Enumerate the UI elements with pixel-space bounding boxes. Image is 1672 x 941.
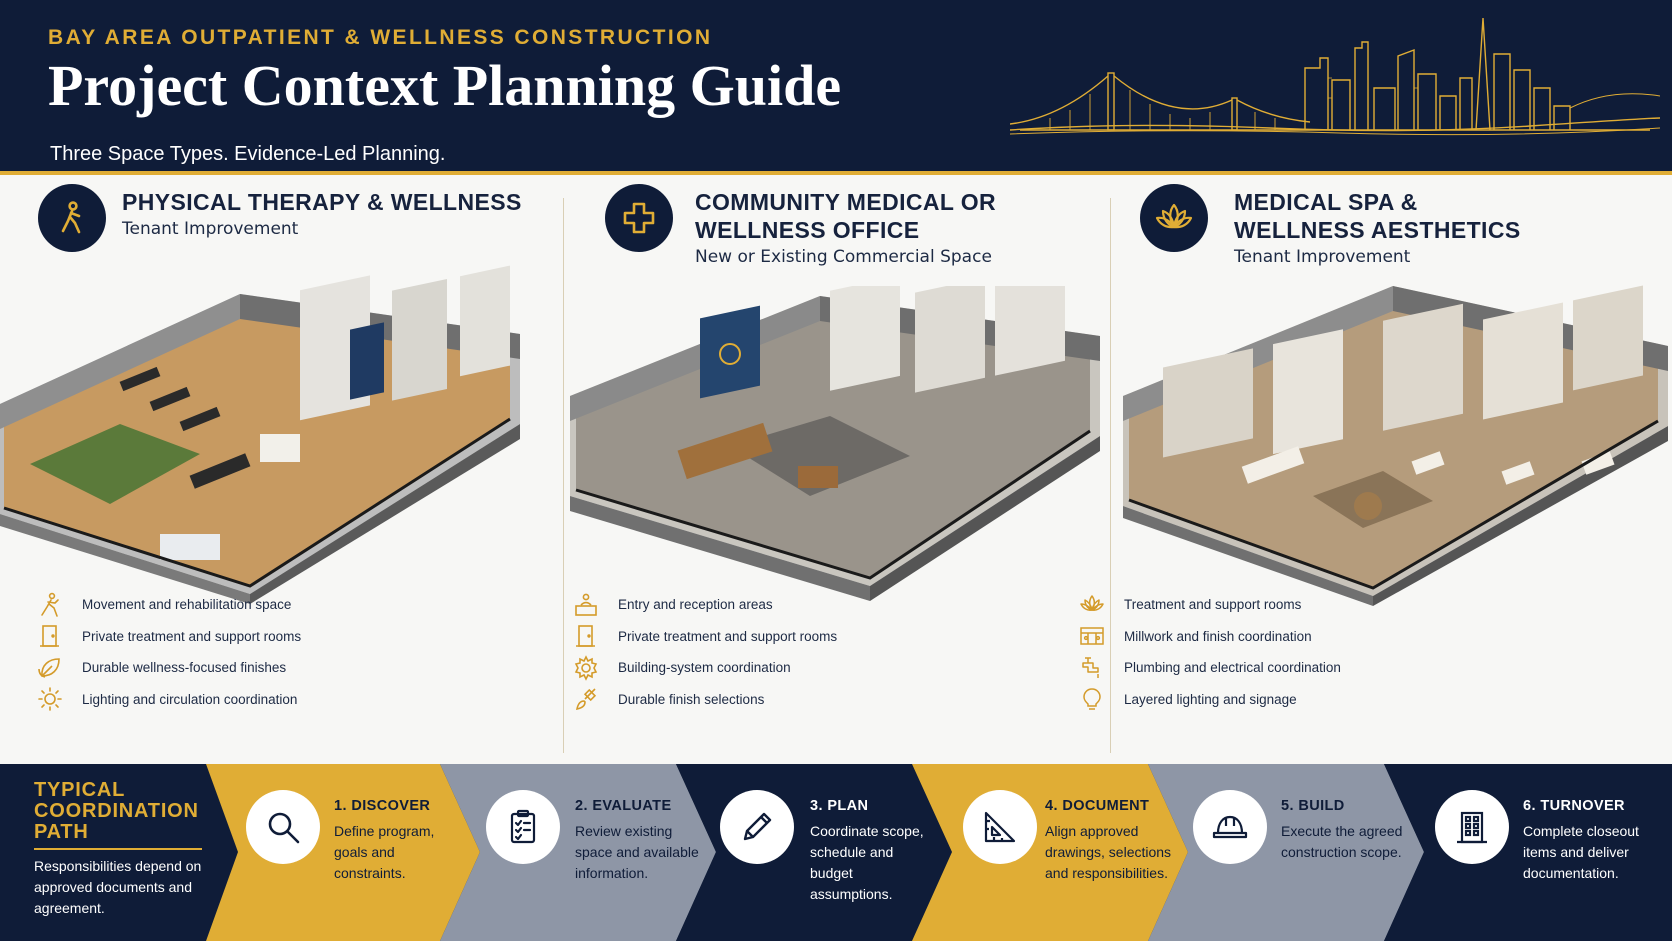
feature-label: Durable finish selections bbox=[618, 691, 765, 707]
physical-therapy-floor-plan-illustration bbox=[0, 265, 520, 604]
feature-item: Durable wellness-focused finishes bbox=[36, 652, 301, 684]
feature-item: Movement and rehabilitation space bbox=[36, 589, 301, 621]
space-subtitle: Tenant Improvement bbox=[1234, 247, 1411, 267]
space-card-medical-spa: MEDICAL SPA & WELLNESS AESTHETICS Tenant… bbox=[1111, 180, 1672, 762]
step-name: 1. DISCOVER bbox=[334, 798, 431, 814]
medical-spa-floor-plan-illustration bbox=[1123, 285, 1668, 606]
feature-label: Durable wellness-focused finishes bbox=[82, 660, 287, 676]
medical-cross-icon bbox=[605, 184, 673, 252]
path-title: TYPICAL COORDINATION PATH bbox=[34, 779, 199, 843]
feature-item: Private treatment and support rooms bbox=[572, 621, 837, 653]
space-title-line: WELLNESS OFFICE bbox=[695, 217, 920, 243]
magnifier-icon bbox=[246, 790, 320, 864]
sun-icon bbox=[36, 685, 64, 713]
cabinet-icon bbox=[1078, 622, 1106, 650]
space-card-community-medical: COMMUNITY MEDICAL OR WELLNESS OFFICE New… bbox=[564, 180, 1110, 762]
space-card-physical-therapy: PHYSICAL THERAPY & WELLNESS Tenant Impro… bbox=[0, 180, 563, 762]
space-title: COMMUNITY MEDICAL OR WELLNESS OFFICE bbox=[695, 188, 1115, 244]
step-description: Define program, goals and constraints. bbox=[334, 823, 435, 881]
paint-brush-icon bbox=[572, 685, 600, 713]
space-subtitle: Tenant Improvement bbox=[122, 219, 299, 239]
space-title: MEDICAL SPA & WELLNESS AESTHETICS bbox=[1234, 188, 1654, 244]
feature-label: Private treatment and support rooms bbox=[618, 628, 838, 644]
feature-label: Millwork and finish coordination bbox=[1124, 628, 1312, 644]
space-title-line: WELLNESS AESTHETICS bbox=[1234, 217, 1521, 243]
space-title: PHYSICAL THERAPY & WELLNESS bbox=[122, 188, 542, 216]
lotus-icon bbox=[1078, 591, 1106, 619]
feature-label: Movement and rehabilitation space bbox=[82, 597, 292, 613]
feature-label: Layered lighting and signage bbox=[1124, 691, 1297, 707]
step-name: 6. TURNOVER bbox=[1523, 798, 1625, 814]
bay-area-skyline-illustration bbox=[1010, 18, 1660, 136]
feature-label: Lighting and circulation coordination bbox=[82, 691, 298, 707]
step-description: Review existing space and available info… bbox=[575, 823, 699, 881]
feature-item: Private treatment and support rooms bbox=[36, 621, 301, 653]
leaf-icon bbox=[36, 654, 64, 682]
set-square-icon bbox=[963, 790, 1037, 864]
space-title-line: COMMUNITY MEDICAL OR bbox=[695, 189, 997, 215]
medical-spa-feature-list: Treatment and support rooms Millwork and… bbox=[1078, 589, 1341, 715]
space-subtitle: New or Existing Commercial Space bbox=[695, 247, 992, 267]
feature-item: Treatment and support rooms bbox=[1078, 589, 1341, 621]
feature-item: Layered lighting and signage bbox=[1078, 684, 1341, 716]
path-divider-rule bbox=[34, 848, 202, 850]
page-subtitle: Three Space Types. Evidence-Led Planning… bbox=[50, 143, 446, 165]
building-icon bbox=[1435, 790, 1509, 864]
feature-item: Millwork and finish coordination bbox=[1078, 621, 1341, 653]
eyebrow-text: BAY AREA OUTPATIENT & WELLNESS CONSTRUCT… bbox=[48, 26, 713, 49]
gear-icon bbox=[572, 654, 600, 682]
step-name: 2. EVALUATE bbox=[575, 798, 672, 814]
lotus-icon bbox=[1140, 184, 1208, 252]
feature-item: Durable finish selections bbox=[572, 684, 837, 716]
path-note: Responsibilities depend on approved docu… bbox=[34, 858, 202, 916]
feature-item: Plumbing and electrical coordination bbox=[1078, 652, 1341, 684]
step-description: Complete closeout items and deliver docu… bbox=[1523, 823, 1639, 881]
page-title: Project Context Planning Guide bbox=[48, 53, 842, 118]
step-name: 5. BUILD bbox=[1281, 798, 1345, 814]
space-title-line: MEDICAL SPA & bbox=[1234, 189, 1418, 215]
step-name: 3. PLAN bbox=[810, 798, 869, 814]
faucet-icon bbox=[1078, 654, 1106, 682]
feature-label: Entry and reception areas bbox=[618, 597, 773, 613]
running-person-icon bbox=[36, 591, 64, 619]
column-divider bbox=[563, 198, 564, 753]
community-medical-floor-plan-illustration bbox=[570, 286, 1100, 601]
pencil-icon bbox=[720, 790, 794, 864]
step-description: Coordinate scope, schedule and budget as… bbox=[810, 823, 924, 902]
column-divider bbox=[1110, 198, 1111, 753]
checklist-icon bbox=[486, 790, 560, 864]
space-title-line: PHYSICAL THERAPY & WELLNESS bbox=[122, 189, 522, 215]
feature-item: Lighting and circulation coordination bbox=[36, 684, 301, 716]
feature-label: Plumbing and electrical coordination bbox=[1124, 660, 1341, 676]
feature-label: Building-system coordination bbox=[618, 660, 791, 676]
step-name: 4. DOCUMENT bbox=[1045, 798, 1150, 814]
space-feature-list: Entry and reception areas Private treatm… bbox=[572, 589, 837, 715]
reception-desk-icon bbox=[572, 591, 600, 619]
header-banner: BAY AREA OUTPATIENT & WELLNESS CONSTRUCT… bbox=[0, 0, 1672, 175]
feature-item: Entry and reception areas bbox=[572, 589, 837, 621]
hard-hat-icon bbox=[1193, 790, 1267, 864]
door-icon bbox=[572, 622, 600, 650]
step-description: Execute the agreed construction scope. bbox=[1281, 823, 1403, 860]
lightbulb-icon bbox=[1078, 685, 1106, 713]
feature-label: Treatment and support rooms bbox=[1124, 597, 1302, 613]
walking-person-icon bbox=[38, 184, 106, 252]
feature-item: Building-system coordination bbox=[572, 652, 837, 684]
door-icon bbox=[36, 622, 64, 650]
coordination-path-band: TYPICAL COORDINATION PATH Responsibiliti… bbox=[0, 764, 1672, 941]
feature-label: Private treatment and support rooms bbox=[82, 628, 302, 644]
space-feature-list: Movement and rehabilitation space Privat… bbox=[36, 589, 301, 715]
step-description: Align approved drawings, selections and … bbox=[1045, 823, 1172, 881]
